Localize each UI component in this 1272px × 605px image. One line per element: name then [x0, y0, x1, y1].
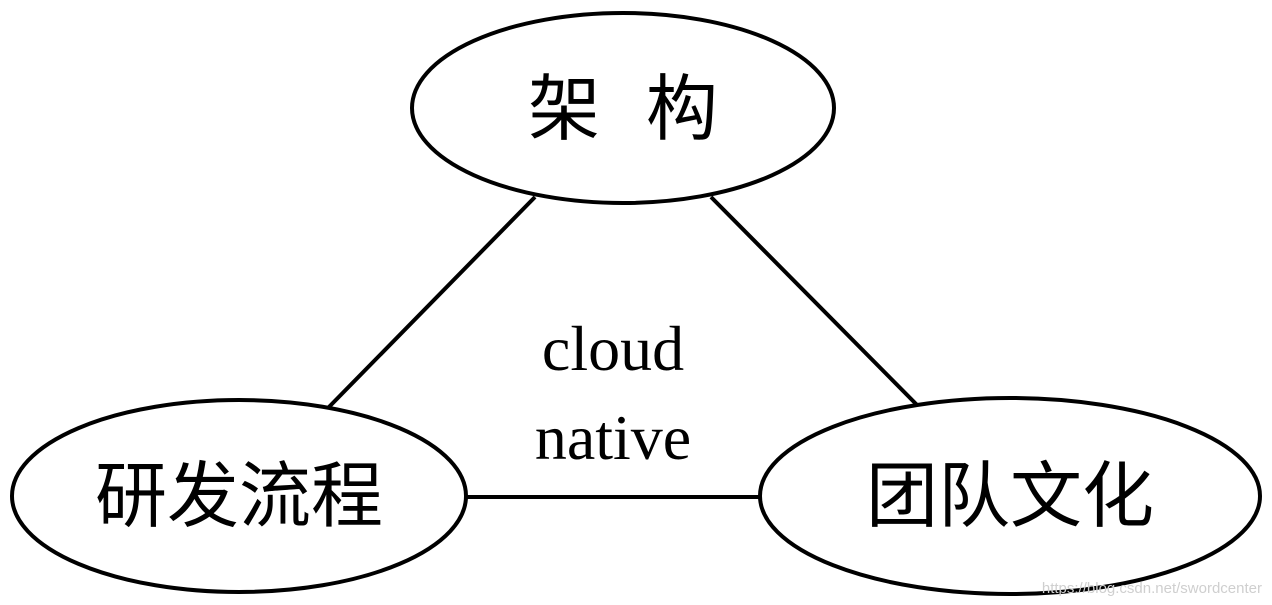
- node-team-culture-label: 团队文化: [866, 454, 1154, 538]
- node-architecture: 架 构: [410, 11, 836, 205]
- watermark-url: https://blog.csdn.net/swordcenter: [1042, 580, 1262, 597]
- node-architecture-ellipse: [410, 11, 836, 205]
- node-architecture-label: 架 构: [528, 67, 718, 151]
- node-team-culture-ellipse: [758, 396, 1262, 596]
- edge-top-right: [709, 195, 923, 411]
- node-dev-process-label: 研发流程: [95, 454, 383, 538]
- node-team-culture: 团队文化: [758, 396, 1262, 596]
- node-dev-process: 研发流程: [10, 398, 468, 594]
- center-label-line1: cloud: [542, 313, 684, 384]
- center-label-line2: native: [535, 402, 691, 473]
- edge-top-left: [325, 195, 537, 411]
- node-dev-process-ellipse: [10, 398, 468, 594]
